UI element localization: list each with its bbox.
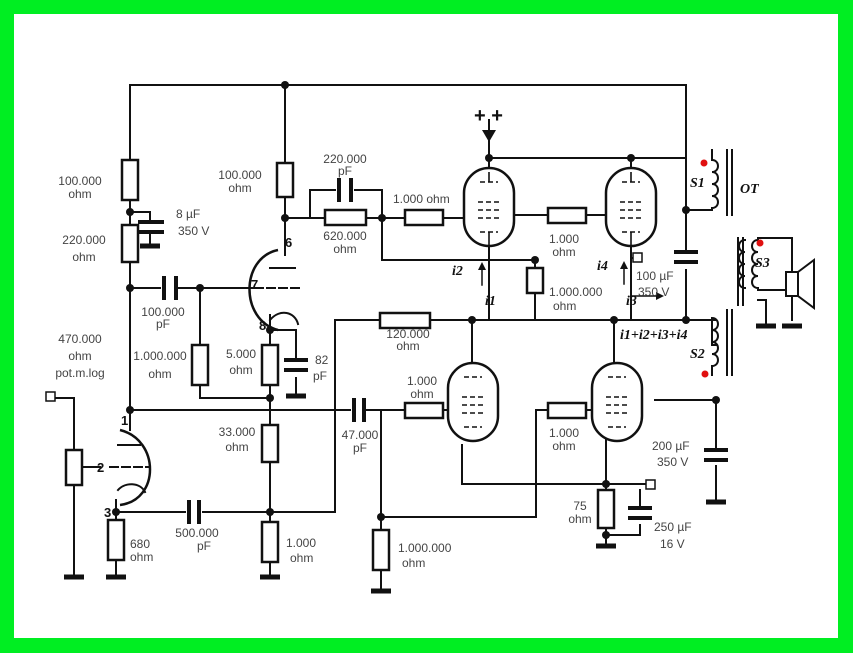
label-r620000-2: ohm [333,242,356,256]
label-c500000-1: 500.000 [175,526,219,540]
label-c200uf-2: 350 V [657,455,688,469]
label-r75-1: 75 [573,499,587,513]
label-pot-3: pot.m.log [55,366,104,380]
tube-input-triode [109,428,152,507]
polarity-dot-s2 [701,370,709,378]
junctions [112,81,720,539]
label-c100uf-1: 100 µF [636,269,674,283]
label-r1000-bg-2: ohm [552,439,575,453]
test-terminal-upper [632,252,643,263]
component-labels: 100.000 ohm 220.000 ohm 8 µF 350 V 470.0… [55,152,691,570]
label-r75-2: ohm [568,512,591,526]
label-r1000-mu-2: ohm [552,245,575,259]
tube-upper-left [462,166,516,248]
label-r-top-left-2: ohm [68,187,91,201]
label-s2: S2 [690,347,705,362]
label-r33000-1: 33.000 [219,425,256,439]
label-s1: S1 [690,176,705,191]
label-r1m-mid-2: ohm [553,299,576,313]
capacitors [138,178,728,524]
grounds [64,243,802,594]
label-r120000-2: ohm [396,339,419,353]
label-r1m-mid-1: 1.000.000 [549,285,603,299]
label-c100000-2: pF [156,317,170,331]
pin-6: 6 [285,235,292,250]
pin-3: 3 [104,505,111,520]
label-r1m-bottom-2: ohm [402,556,425,570]
label-r1000-bl-2: ohm [290,551,313,565]
label-c47000-2: pF [353,441,367,455]
label-c8uf-2: 350 V [178,224,209,238]
label-i3: i3 [626,294,637,309]
label-r-second-left-1: 220.000 [62,233,106,247]
loudspeaker-icon [785,258,815,310]
label-r5000-2: ohm [229,363,252,377]
output-transformer [710,149,760,376]
tube-lower-right [590,361,644,443]
label-c100uf-2: 350 V [638,285,669,299]
label-c100000-1: 100.000 [141,305,185,319]
label-ot: OT [740,182,760,197]
label-s3: S3 [755,256,770,271]
label-r1000-ml-1: 1.000 [407,374,437,388]
label-r-top-mid-1: 100.000 [218,168,262,182]
label-r1m-left-2: ohm [148,367,171,381]
label-c8uf-1: 8 µF [176,207,200,221]
label-pot-1: 470.000 [58,332,102,346]
label-i2: i2 [452,264,463,279]
label-r620000-1: 620.000 [323,229,367,243]
resistors [64,158,616,572]
tubes [109,166,658,507]
label-c220000-1: 220.000 [323,152,367,166]
polarity-dot-s3 [756,239,764,247]
label-r680-1: 680 [130,537,150,551]
label-r5000-1: 5.000 [226,347,256,361]
tube-driver-triode [248,248,301,332]
pin-labels: 1 2 3 6 7 8 [97,235,292,520]
label-c220000-2: pF [338,164,352,178]
tube-lower-left [446,361,500,443]
label-r1000-ml-2: ohm [410,387,433,401]
label-c82-1: 82 [315,353,329,367]
label-i1: i1 [485,294,496,309]
polarity-dot-s1 [700,159,708,167]
label-c250uf-1: 250 µF [654,520,692,534]
label-c250uf-2: 16 V [660,537,685,551]
label-r1000-bl-1: 1.000 [286,536,316,550]
supply-label: + + [474,105,503,127]
pin-2: 2 [97,460,104,475]
label-i4: i4 [597,259,608,274]
pin-8: 8 [259,318,266,333]
label-r-second-left-2: ohm [72,250,95,264]
label-r120000-1: 120.000 [386,327,430,341]
current-arrows [478,261,664,300]
supply-arrow-icon [482,130,496,142]
label-r1m-left-1: 1.000.000 [133,349,187,363]
label-r-top-mid-2: ohm [228,181,251,195]
label-pot-2: ohm [68,349,91,363]
label-r1000-bg-1: 1.000 [549,426,579,440]
label-r680-2: ohm [130,550,153,564]
label-c82-2: pF [313,369,327,383]
label-c47000-1: 47.000 [342,428,379,442]
label-r1m-bottom-1: 1.000.000 [398,541,452,555]
transformer-labels: S1 S2 S3 OT [690,176,770,362]
pin-1: 1 [121,413,128,428]
label-r33000-2: ohm [225,440,248,454]
label-c200uf-1: 200 µF [652,439,690,453]
tube-upper-right [604,166,658,248]
label-i-sum: i1+i2+i3+i4 [620,328,688,343]
current-labels: i2 i1 i4 i3 i1+i2+i3+i4 [452,259,688,343]
label-r1000-mu-1: 1.000 [549,232,579,246]
label-r-top-left-1: 100.000 [58,174,102,188]
test-terminal-lower [645,479,656,490]
label-c500000-2: pF [197,539,211,553]
input-terminal [45,391,56,402]
pin-7: 7 [251,277,258,292]
label-r1000-top: 1.000 ohm [393,192,450,206]
